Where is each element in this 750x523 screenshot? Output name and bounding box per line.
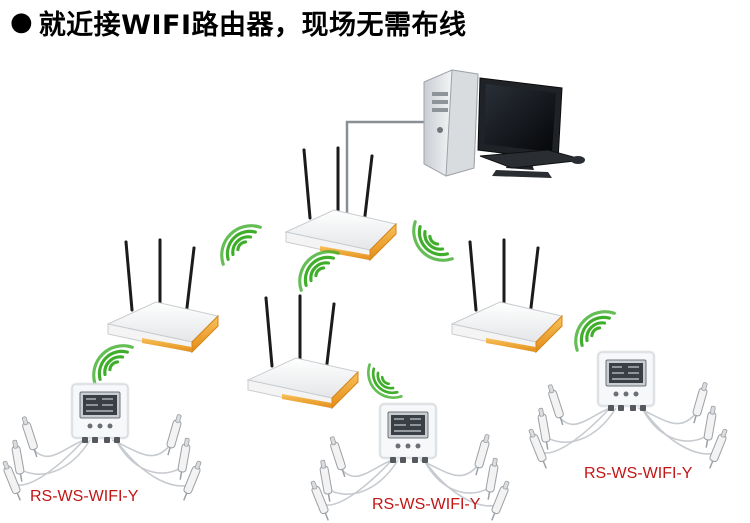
computer-icon: [423, 69, 585, 178]
device-label-right: RS-WS-WIFI-Y: [584, 465, 693, 482]
device-label-center: RS-WS-WIFI-Y: [372, 496, 481, 513]
wifi-signal-icon: [574, 310, 616, 352]
wifi-signal-icon: [412, 220, 454, 262]
router-icon-center: [246, 293, 360, 410]
temperature-humidity-logger: [527, 352, 729, 470]
heading-text: 就近接WIFI路由器，现场无需布线: [38, 9, 467, 41]
device-label-left: RS-WS-WIFI-Y: [30, 488, 139, 505]
wifi-signal-icon: [366, 363, 403, 400]
wifi-signal-icon: [220, 224, 262, 266]
heading: ● 就近接WIFI路由器，现场无需布线: [10, 2, 467, 42]
network-cable: [345, 120, 430, 218]
temperature-humidity-logger: [1, 384, 203, 502]
wifi-signal-icon: [298, 250, 340, 292]
router-icon-top: [284, 145, 398, 262]
router-icon-right: [450, 237, 564, 354]
bullet-icon: ●: [10, 7, 33, 37]
router-icon-left: [106, 237, 220, 354]
wifi-signal-icon: [92, 344, 134, 386]
